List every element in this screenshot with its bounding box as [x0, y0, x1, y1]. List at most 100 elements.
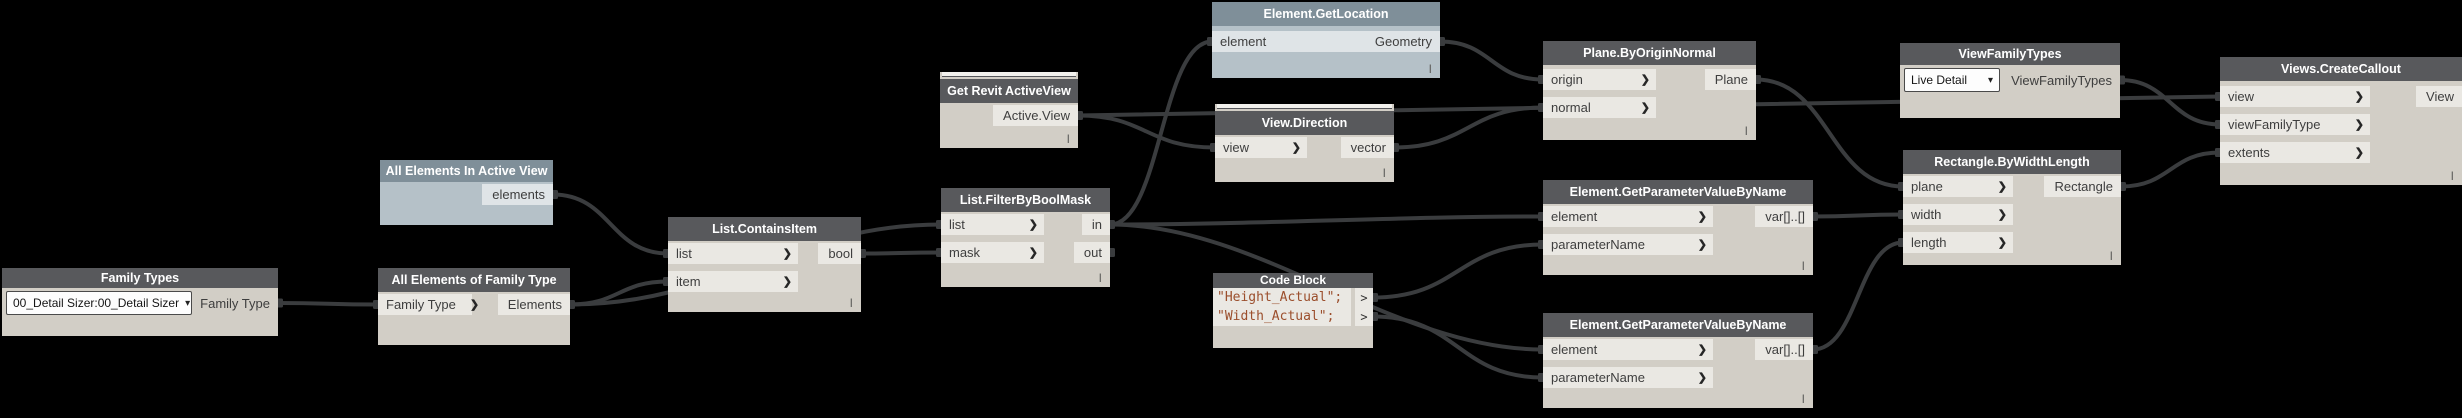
output-port-in[interactable]: in [1081, 214, 1110, 235]
input-port-normal[interactable]: normal❯ [1543, 97, 1656, 118]
lacing-indicator: I [1098, 271, 1102, 285]
node-title[interactable]: List.FilterByBoolMask [941, 188, 1110, 212]
input-port-viewfamilytype[interactable]: viewFamilyType❯ [2220, 114, 2370, 135]
wire[interactable] [859, 250, 943, 256]
node-title[interactable]: List.ContainsItem [668, 217, 861, 241]
output-port-plane[interactable]: Plane [1704, 69, 1756, 90]
output-port-var-[interactable]: var[]..[] [1755, 206, 1813, 227]
input-port-label: element [1551, 209, 1598, 224]
output-port-view[interactable]: View [2416, 86, 2462, 107]
input-port-label: parameterName [1551, 237, 1645, 252]
wire[interactable] [1811, 240, 1905, 352]
input-port-element[interactable]: element❯ [1543, 206, 1713, 227]
wire[interactable] [1371, 242, 1545, 300]
wire[interactable] [1392, 105, 1545, 150]
output-port-family-type[interactable]: Family Type [190, 290, 278, 316]
input-port-label: normal [1551, 100, 1591, 115]
wire[interactable] [1371, 314, 1545, 380]
lacing-indicator: I [849, 296, 853, 310]
output-port-active-view[interactable]: Active.View [993, 105, 1078, 126]
output-port-rectangle[interactable]: Rectangle [2044, 176, 2121, 197]
input-port-parametername[interactable]: parameterName❯ [1543, 367, 1713, 388]
code-line[interactable]: "Height_Actual"; [1213, 288, 1351, 307]
input-port-list[interactable]: list❯ [668, 243, 798, 264]
input-port-element[interactable]: element❯ [1543, 339, 1713, 360]
wire[interactable] [1108, 214, 1545, 227]
node-title[interactable]: Plane.ByOriginNormal [1543, 41, 1756, 65]
output-port-label: in [1091, 217, 1102, 232]
output-port-var-[interactable]: var[]..[] [1755, 339, 1813, 360]
input-port-view[interactable]: view❯ [1215, 137, 1307, 158]
wire[interactable] [276, 301, 380, 307]
input-port-parametername[interactable]: parameterName❯ [1543, 234, 1713, 255]
wire[interactable] [551, 192, 670, 256]
output-port-elements[interactable]: Elements [497, 294, 570, 315]
node-title[interactable]: Get Revit ActiveView [940, 79, 1078, 103]
node-title[interactable]: Family Types [2, 268, 278, 288]
lacing-indicator: I [1744, 124, 1748, 138]
input-port-label: list [949, 217, 965, 232]
node-title[interactable]: Code Block [1213, 273, 1373, 288]
node-title[interactable]: Element.GetParameterValueByName [1543, 180, 1813, 204]
node-title[interactable]: All Elements of Family Type [378, 268, 570, 292]
output-port-label: bool [828, 246, 853, 261]
input-port-origin[interactable]: origin❯ [1543, 69, 1656, 90]
wire[interactable] [1811, 212, 1905, 219]
output-port-out[interactable]: out [1073, 242, 1110, 263]
code-block[interactable]: Code Block"Height_Actual";>"Width_Actual… [1213, 273, 1373, 348]
dropdown-select[interactable]: 00_Detail Sizer:00_Detail Sizer▾ [6, 291, 192, 315]
output-port-vector[interactable]: vector [1340, 137, 1394, 158]
input-port-view[interactable]: view❯ [2220, 86, 2370, 107]
dropdown-caret-icon: ▾ [1987, 74, 1993, 86]
wire[interactable] [2118, 78, 2222, 127]
node-title[interactable]: All Elements In Active View [380, 160, 553, 182]
input-port-width[interactable]: width❯ [1903, 204, 2013, 225]
wire[interactable] [1108, 39, 1214, 227]
input-port-length[interactable]: length❯ [1903, 232, 2013, 253]
wire[interactable] [1754, 77, 1905, 189]
input-port-item[interactable]: item❯ [668, 271, 798, 292]
input-port-plane[interactable]: plane❯ [1903, 176, 2013, 197]
node-title[interactable]: Element.GetLocation [1212, 2, 1440, 26]
node-title[interactable]: ViewFamilyTypes [1900, 43, 2120, 65]
wire[interactable] [2119, 150, 2222, 189]
output-port-label: out [1083, 245, 1102, 260]
output-port-bool[interactable]: bool [818, 243, 861, 264]
output-port-viewfamilytypes[interactable]: ViewFamilyTypes [2001, 67, 2120, 93]
node-title[interactable]: Rectangle.ByWidthLength [1903, 150, 2121, 174]
lacing-indicator: I [2450, 169, 2454, 183]
node-title[interactable]: Element.GetParameterValueByName [1543, 313, 1813, 337]
code-output-port[interactable]: > [1355, 307, 1373, 326]
code-line[interactable]: "Width_Actual"; [1213, 307, 1351, 326]
node-title[interactable]: Views.CreateCallout [2220, 57, 2462, 81]
node-stack-decoration [1217, 104, 1392, 109]
lacing-indicator: I [1066, 132, 1070, 146]
wire[interactable] [1438, 39, 1545, 82]
code-output-port[interactable]: > [1355, 288, 1373, 307]
input-port-family-type[interactable]: Family Type❯ [378, 294, 479, 315]
input-port-list[interactable]: list❯ [941, 214, 1044, 235]
input-port-label: element [1220, 34, 1267, 49]
output-port-elements[interactable]: elements [482, 184, 553, 205]
output-port-geometry[interactable]: Geometry [1364, 31, 1440, 52]
input-port-mask[interactable]: mask❯ [941, 242, 1044, 263]
input-port-element[interactable]: element❯ [1212, 31, 1380, 52]
views-create-callout[interactable]: Views.CreateCallout view❯ viewFamilyType❯ e… [2220, 57, 2462, 185]
input-port-extents[interactable]: extents❯ [2220, 142, 2370, 163]
dropdown-select[interactable]: Live Detail▾ [1904, 68, 2000, 92]
node-title[interactable]: View.Direction [1215, 111, 1394, 135]
